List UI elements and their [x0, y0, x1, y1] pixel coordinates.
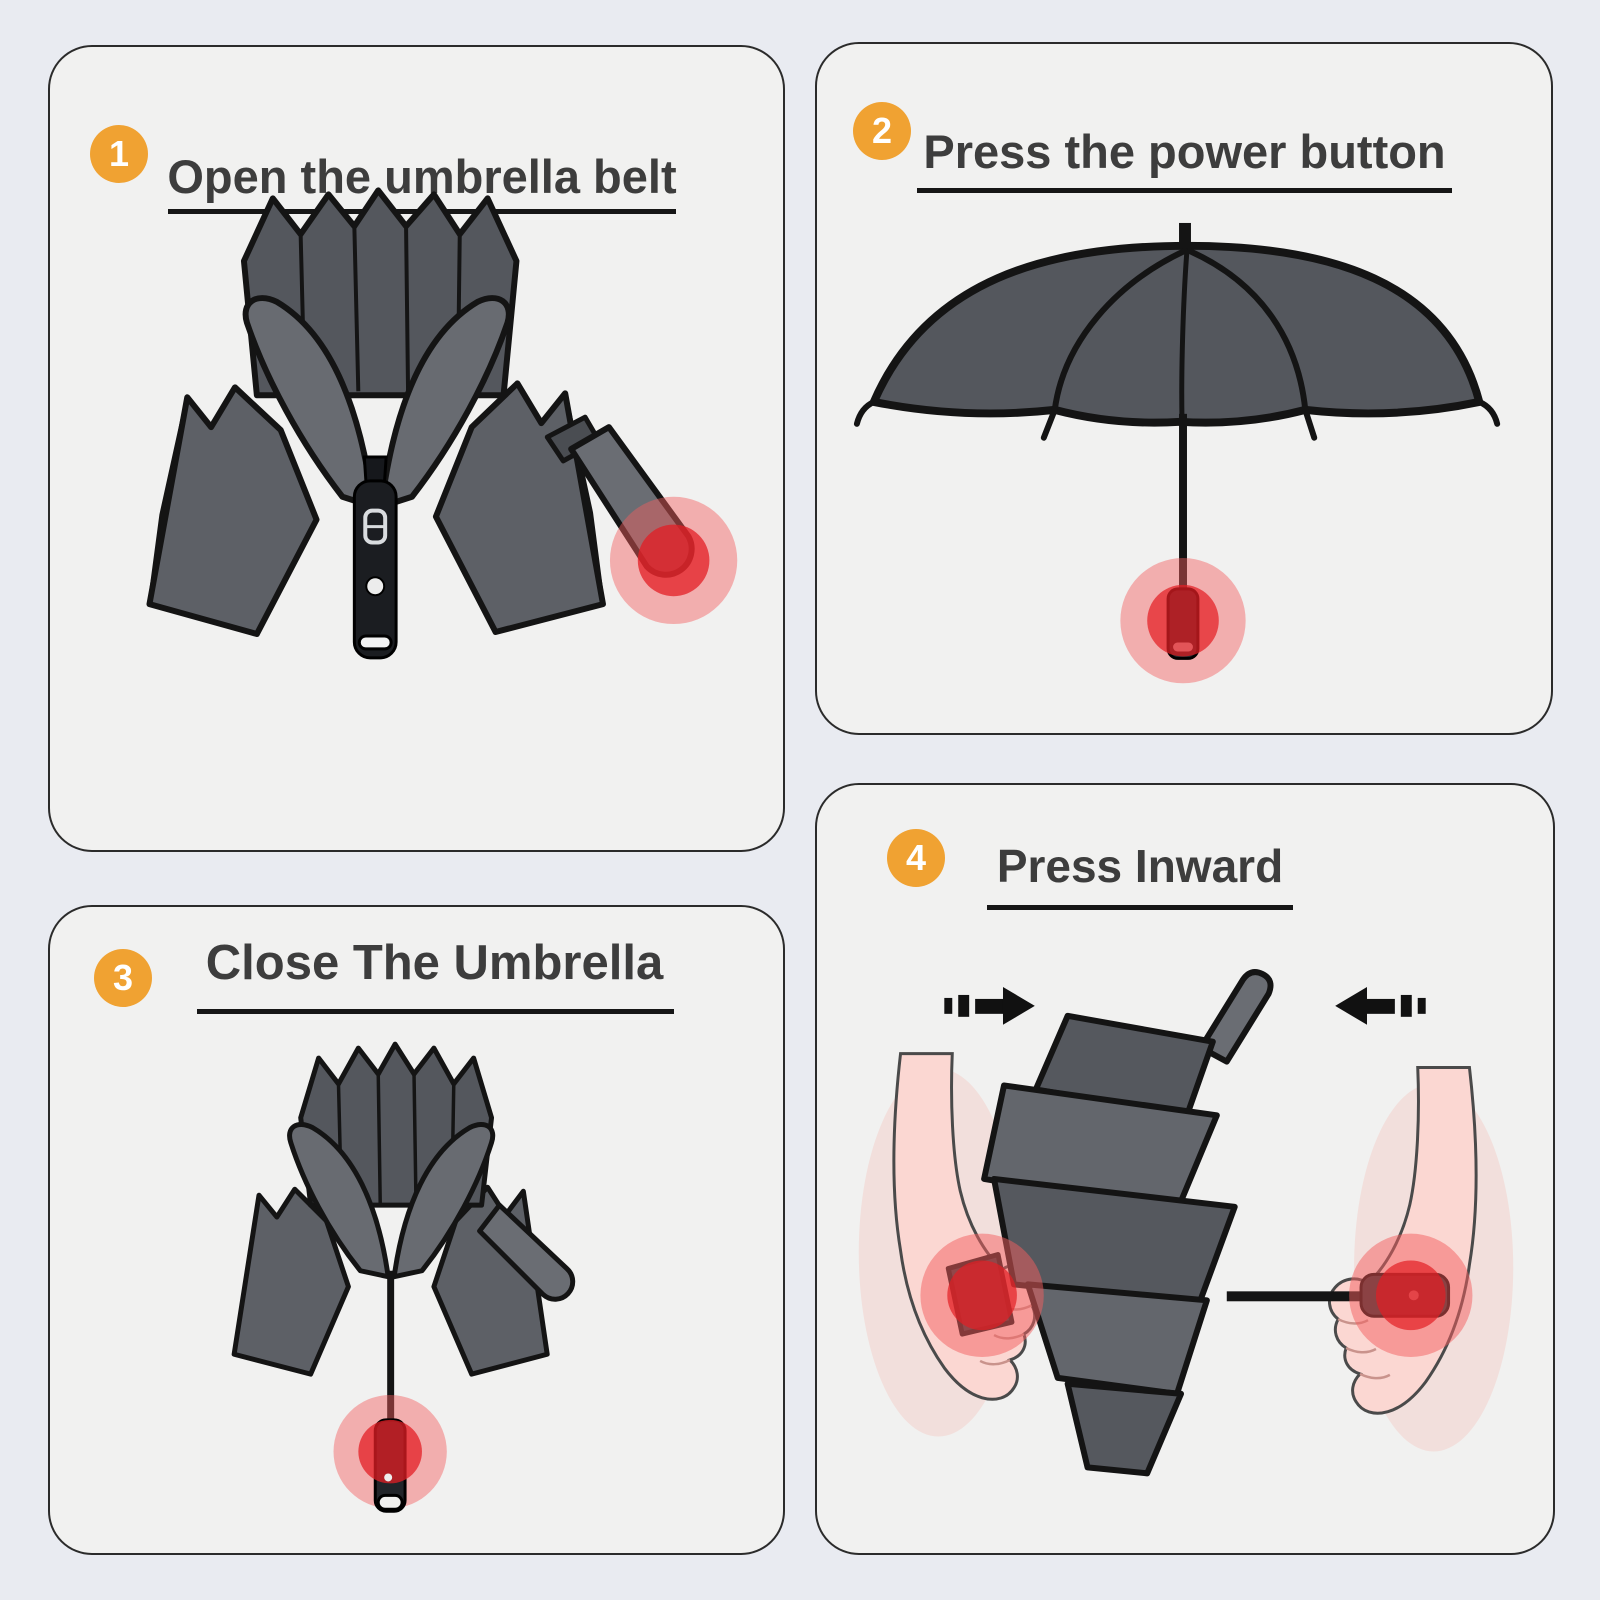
closing-umbrella-illustration — [231, 1041, 576, 1513]
step-1-title: Open the umbrella belt — [167, 150, 677, 203]
belt-press-highlight — [609, 496, 738, 625]
step-panel-3: 3 Close The Umbrella — [48, 905, 785, 1555]
handle-button-dot — [384, 1473, 393, 1482]
power-button-highlight-core — [1147, 584, 1219, 657]
step-3-title: Close The Umbrella — [205, 936, 664, 990]
step-1-number-badge: 1 — [90, 125, 148, 183]
open-umbrella-illustration — [853, 222, 1501, 684]
arrow-press-right-icon — [944, 986, 1035, 1025]
umbrella-handle — [352, 455, 398, 660]
arrow-press-left-icon — [1335, 986, 1426, 1025]
press-inward-illustration — [858, 969, 1514, 1477]
folded-umbrella-belt-illustration — [146, 187, 738, 660]
step-3-title-underline — [197, 1009, 674, 1014]
step-4-number-badge: 4 — [887, 829, 945, 887]
step-panel-2: 2 Press the power button — [815, 42, 1553, 735]
step-2-number-badge: 2 — [853, 102, 911, 160]
step-4-title: Press Inward — [996, 840, 1284, 892]
handle-press-highlight-core — [358, 1419, 422, 1484]
umbrella-shaft — [1226, 1291, 1411, 1302]
step-panel-4: 4 Press Inward — [815, 783, 1555, 1555]
step-2-title-underline — [917, 188, 1452, 193]
press-point-highlights — [920, 1233, 1473, 1357]
step-4-title-underline — [987, 905, 1293, 910]
step-3-number-badge: 3 — [94, 949, 152, 1007]
step-2-title: Press the power button — [923, 125, 1446, 178]
step-panel-1: 1 Open the umbrella belt — [48, 45, 785, 852]
